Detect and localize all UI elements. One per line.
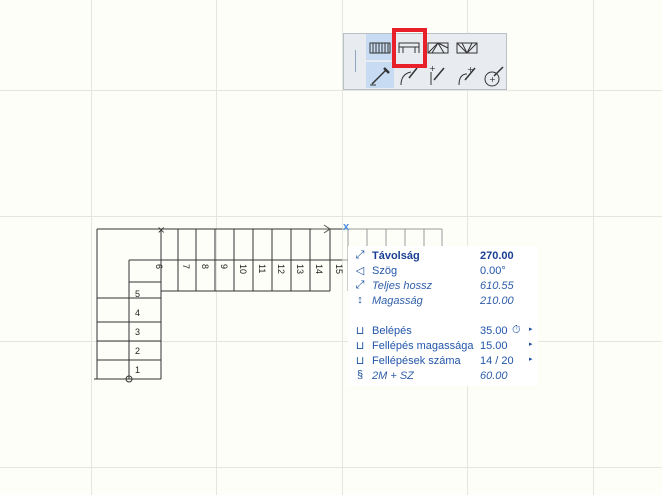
row-value[interactable]: 610.55 xyxy=(480,280,514,292)
step-number: 2 xyxy=(135,346,141,356)
row-label: Belépés xyxy=(372,325,412,337)
winder-stair-icon xyxy=(427,42,449,54)
grid-line xyxy=(91,0,92,495)
straight-run-stair-icon xyxy=(369,42,391,54)
spiral-winder-stair-button[interactable] xyxy=(453,34,481,60)
straight-run-stair-button[interactable] xyxy=(366,34,394,60)
row-value[interactable]: 14 / 20 xyxy=(480,355,514,367)
arc-segment-tool-button[interactable] xyxy=(395,62,423,88)
row-label: Magasság xyxy=(372,295,423,307)
row-value[interactable]: 0.00° xyxy=(480,265,506,277)
total-length-icon: ⤢ xyxy=(355,279,365,291)
straight-segment-tool-icon xyxy=(370,67,390,86)
step-number: 12 xyxy=(276,264,286,275)
riser-count-icon: ⊔ xyxy=(355,355,365,367)
polyline-segment-tool-button[interactable]: + xyxy=(424,62,452,88)
center-arc-tool-icon: + xyxy=(484,66,504,87)
svg-text:+: + xyxy=(429,64,436,73)
landing-stair-icon xyxy=(398,42,420,53)
tangent-arc-tool-button[interactable]: + xyxy=(453,62,481,88)
step-number: 9 xyxy=(219,264,229,270)
row-height[interactable]: ↕ Magasság 210.00 xyxy=(348,294,538,309)
row-step-rule[interactable]: § 2M + SZ 60.00 xyxy=(348,369,538,384)
row-label: Távolság xyxy=(372,250,420,262)
riser-height-icon: ⊔ xyxy=(355,340,365,352)
svg-text:+: + xyxy=(489,75,496,84)
grid-line xyxy=(216,0,217,495)
svg-text:+: + xyxy=(467,65,474,74)
lock-icon[interactable]: ⏱ xyxy=(512,324,521,336)
section-icon: § xyxy=(356,369,364,381)
step-number: 7 xyxy=(181,264,191,270)
row-going[interactable]: ⊔ Belépés 35.00 ⏱ ▸ xyxy=(348,324,538,339)
step-number: 1 xyxy=(135,365,141,375)
grid-line xyxy=(0,90,662,91)
step-number: 4 xyxy=(135,308,141,318)
grid-line xyxy=(0,467,662,468)
toolbar-separator xyxy=(355,50,356,72)
cursor-marker: x xyxy=(343,221,350,233)
tracker-info-panel: ⤢ Távolság 270.00 ◁ Szög 0.00° ⤢ Teljes … xyxy=(348,246,538,386)
arc-segment-tool-icon xyxy=(400,67,418,86)
step-number: 6 xyxy=(154,264,164,270)
highlighted-tool-marker xyxy=(392,28,427,68)
polyline-segment-tool-icon: + xyxy=(429,64,445,85)
grid-line xyxy=(0,216,662,217)
grid-line xyxy=(342,0,343,495)
step-number: 15 xyxy=(334,264,344,275)
straight-segment-tool-button[interactable] xyxy=(366,62,394,88)
row-riser-count[interactable]: ⊔ Fellépések száma 14 / 20 ▸ xyxy=(348,354,538,369)
expand-arrow-icon[interactable]: ▸ xyxy=(529,326,533,333)
step-number: 13 xyxy=(295,264,305,275)
spiral-winder-stair-icon xyxy=(456,42,478,54)
distance-icon: ⤢ xyxy=(355,249,365,261)
tangent-arc-tool-icon: + xyxy=(458,65,476,86)
row-angle[interactable]: ◁ Szög 0.00° xyxy=(348,264,538,279)
center-arc-tool-button[interactable]: + xyxy=(480,62,508,88)
row-value[interactable]: 35.00 xyxy=(480,325,508,337)
expand-arrow-icon[interactable]: ▸ xyxy=(529,356,533,363)
row-value[interactable]: 15.00 xyxy=(480,340,508,352)
row-label: Teljes hossz xyxy=(372,280,433,292)
grid-line xyxy=(0,341,662,342)
step-number: 10 xyxy=(238,264,248,275)
row-distance[interactable]: ⤢ Távolság 270.00 xyxy=(348,249,538,264)
step-number: 11 xyxy=(257,264,267,274)
row-riser-height[interactable]: ⊔ Fellépés magassága 15.00 ▸ xyxy=(348,339,538,354)
step-number: 8 xyxy=(200,264,210,270)
step-number: 14 xyxy=(314,264,324,275)
row-label: Fellépés magassága xyxy=(372,340,474,352)
step-number: 5 xyxy=(135,289,141,299)
row-label: Szög xyxy=(372,265,398,277)
landing-stair-button[interactable] xyxy=(395,34,423,60)
winder-stair-button[interactable] xyxy=(424,34,452,60)
height-icon: ↕ xyxy=(357,294,363,306)
start-point-marker: × xyxy=(157,225,165,236)
expand-arrow-icon[interactable]: ▸ xyxy=(529,341,533,348)
step-number: 3 xyxy=(135,327,141,337)
angle-icon: ◁ xyxy=(355,265,365,277)
row-label: Fellépések száma xyxy=(372,355,461,367)
row-total-length[interactable]: ⤢ Teljes hossz 610.55 xyxy=(348,279,538,294)
row-value[interactable]: 270.00 xyxy=(480,250,514,262)
row-value[interactable]: 210.00 xyxy=(480,295,514,307)
going-icon: ⊔ xyxy=(355,325,365,337)
row-label: 2M + SZ xyxy=(372,370,414,382)
row-value[interactable]: 60.00 xyxy=(480,370,508,382)
grid-line xyxy=(593,0,594,495)
